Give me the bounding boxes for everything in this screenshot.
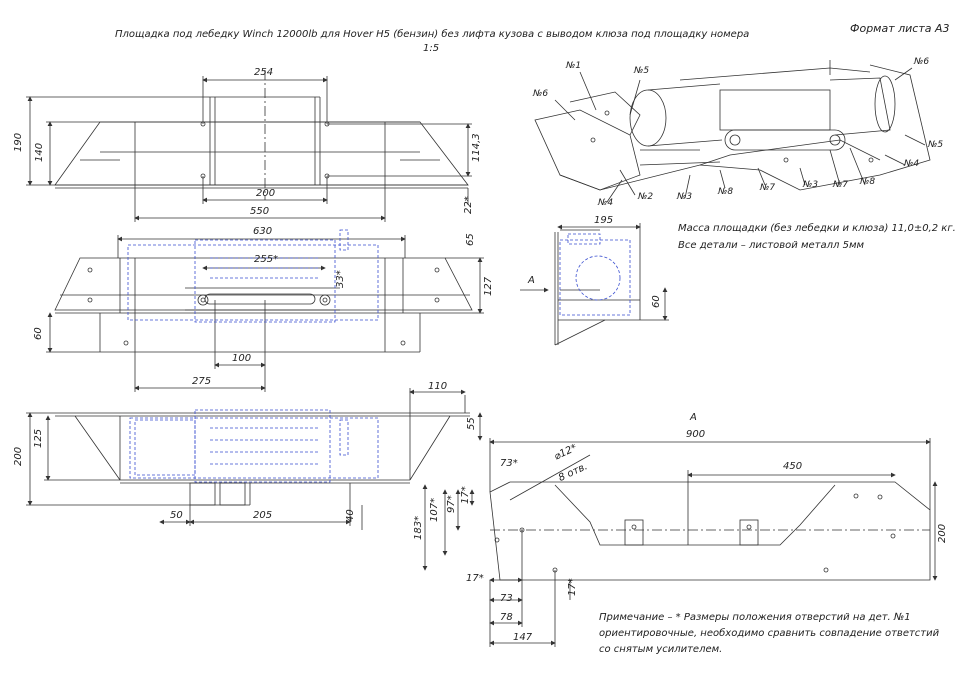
dim-140: 140 [34, 142, 45, 162]
remark-line-2: ориентировочные, необходимо сравнить сов… [599, 628, 940, 639]
iso-label: №6 [914, 57, 930, 67]
side-view-hidden [559, 233, 631, 316]
dim-183: 183* [413, 515, 424, 540]
iso-label: №5 [928, 140, 944, 150]
dim-200-front: 200 [13, 446, 24, 466]
iso-label: №6 [533, 89, 549, 99]
iso-label: №8 [718, 187, 734, 197]
dim-125: 125 [33, 428, 44, 448]
top-view [26, 70, 472, 222]
side-view [520, 223, 669, 346]
drawing-title: Площадка под лебедку Winch 12000lb для H… [115, 29, 750, 40]
front-view [26, 388, 483, 530]
iso-label: №7 [760, 183, 776, 193]
dim-114: 114,3 [471, 133, 482, 162]
dim-200: 200 [256, 188, 276, 199]
dim-127: 127 [483, 276, 494, 296]
dim-73-star: 73* [500, 458, 518, 469]
sheet-format: Формат листа А3 [850, 22, 950, 35]
part-view [422, 438, 938, 647]
dim-107: 107* [429, 497, 440, 522]
dim-97: 97* [446, 495, 457, 513]
remark-line-3: со снятым усилителем. [599, 644, 723, 655]
note-mass: Масса площадки (без лебедки и клюза) 11,… [678, 223, 956, 234]
dim-60-side: 60 [651, 295, 662, 308]
dim-195: 195 [594, 215, 614, 226]
dim-40: 40 [345, 509, 356, 522]
part-view-title: А [690, 412, 697, 423]
dim-50: 50 [170, 510, 183, 521]
iso-label: №8 [860, 177, 876, 187]
plan-view-hidden [127, 229, 379, 323]
dim-550: 550 [250, 206, 270, 217]
iso-label: №5 [634, 66, 650, 76]
dim-17-b: 17* [466, 573, 484, 584]
note-material: Все детали – листовой металл 5мм [678, 240, 865, 251]
drawing-scale: 1:5 [423, 43, 440, 54]
dim-78: 78 [500, 612, 513, 623]
remark-line-1: Примечание – * Размеры положения отверст… [599, 612, 911, 623]
dim-200-part: 200 [937, 523, 948, 543]
view-arrow-label: А [528, 275, 535, 286]
dim-205: 205 [253, 510, 273, 521]
iso-label: №4 [904, 159, 920, 169]
dim-147: 147 [513, 632, 533, 643]
dim-275: 275 [192, 376, 212, 387]
iso-label: №3 [677, 192, 693, 202]
dim-190: 190 [13, 132, 24, 152]
dim-255: 255* [254, 254, 279, 265]
dim-17-c: 17* [567, 578, 578, 596]
iso-label: №2 [638, 192, 654, 202]
iso-label: №1 [566, 61, 582, 71]
iso-view [534, 60, 931, 203]
dim-73: 73 [500, 593, 513, 604]
dim-33: 33* [335, 270, 346, 288]
dim-65: 65 [465, 233, 476, 246]
dim-900: 900 [686, 429, 706, 440]
dim-450: 450 [783, 461, 803, 472]
dim-254: 254 [254, 67, 274, 78]
iso-label: №7 [833, 180, 849, 190]
plan-view [46, 235, 484, 392]
dim-110: 110 [428, 381, 448, 392]
dim-22: 22* [463, 196, 474, 214]
dim-60-plan: 60 [33, 327, 44, 340]
dim-630: 630 [253, 226, 273, 237]
dim-55: 55 [466, 417, 477, 430]
dim-17-a: 17* [460, 486, 471, 504]
iso-label: №3 [803, 180, 819, 190]
front-view-hidden [129, 409, 379, 483]
dim-100: 100 [232, 353, 252, 364]
iso-label: №4 [598, 198, 614, 208]
